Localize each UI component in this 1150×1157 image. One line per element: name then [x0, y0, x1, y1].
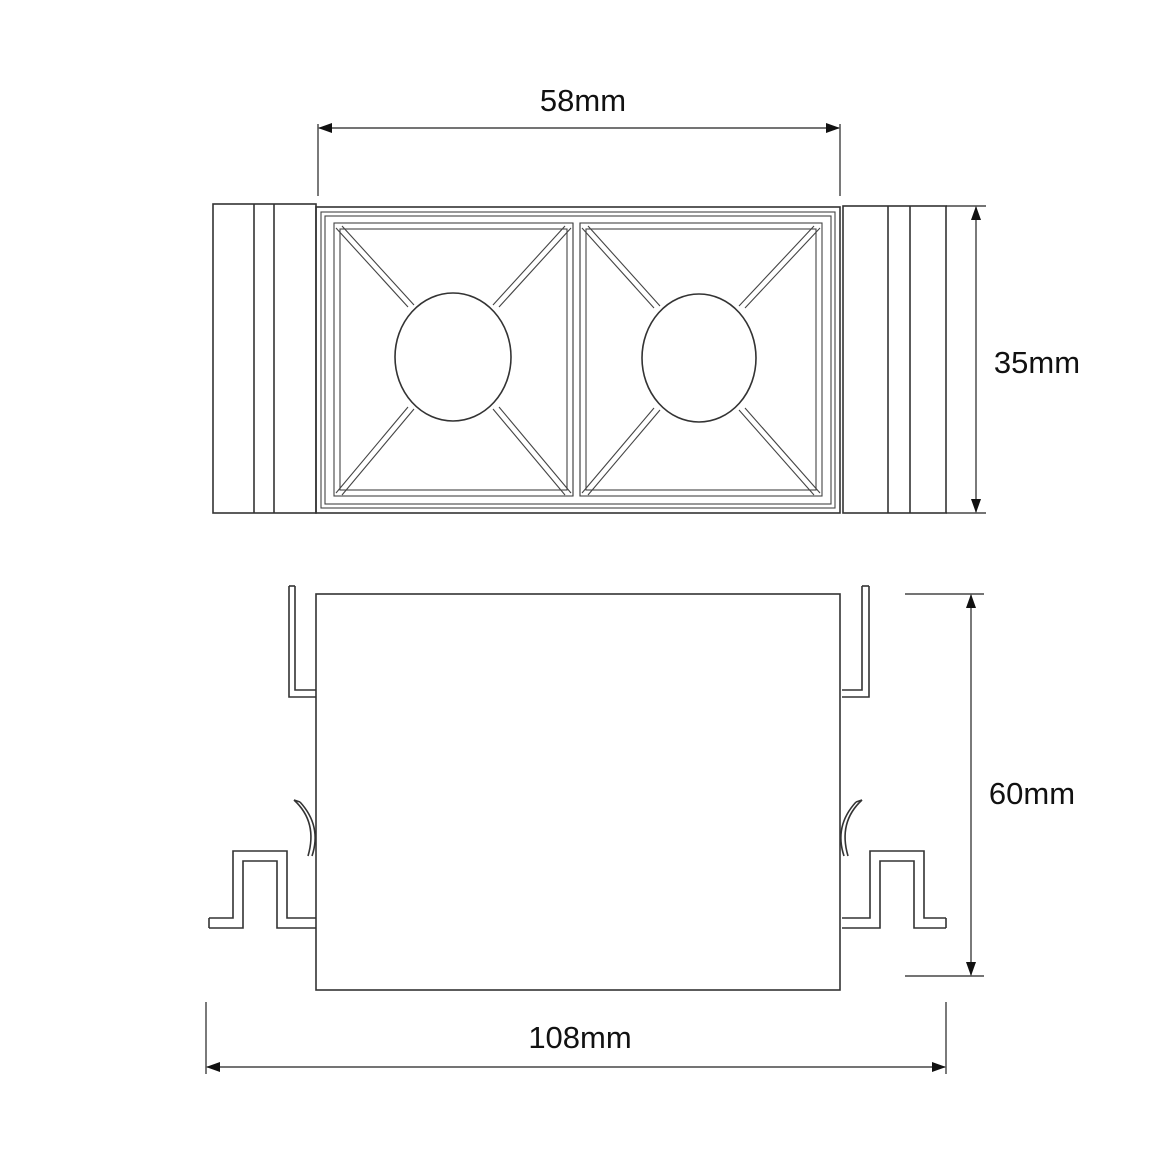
housing-body-side — [315, 593, 841, 991]
dimension-label-top-height: 35mm — [994, 345, 1080, 380]
housing-face — [315, 206, 841, 514]
side-view: 60mm 108mm — [205, 585, 1075, 1074]
lens-right — [641, 293, 757, 423]
left-mounting-foot — [208, 850, 316, 929]
dimension-side-height: 60mm — [905, 593, 1075, 977]
dimension-top-height: 35mm — [946, 205, 1080, 514]
right-spring-bracket — [842, 585, 870, 698]
dimension-label-side-height: 60mm — [989, 776, 1075, 811]
lens-left — [394, 292, 512, 422]
dimension-label-top-width: 58mm — [540, 83, 626, 118]
left-curved-clip — [293, 799, 316, 857]
dimension-overall-width: 108mm — [205, 1002, 947, 1074]
lens-cell-left — [333, 222, 574, 497]
right-mounting-foot — [842, 850, 947, 929]
right-spring-clip-top — [842, 205, 947, 514]
dimension-label-overall-width: 108mm — [528, 1020, 631, 1055]
left-spring-bracket — [288, 585, 316, 698]
left-spring-clip-top — [212, 203, 317, 514]
dimension-top-width: 58mm — [317, 83, 841, 196]
right-curved-clip — [840, 799, 863, 857]
cell-divider — [572, 223, 581, 496]
lens-cell-right — [579, 222, 823, 497]
top-view: 58mm — [212, 83, 1080, 514]
